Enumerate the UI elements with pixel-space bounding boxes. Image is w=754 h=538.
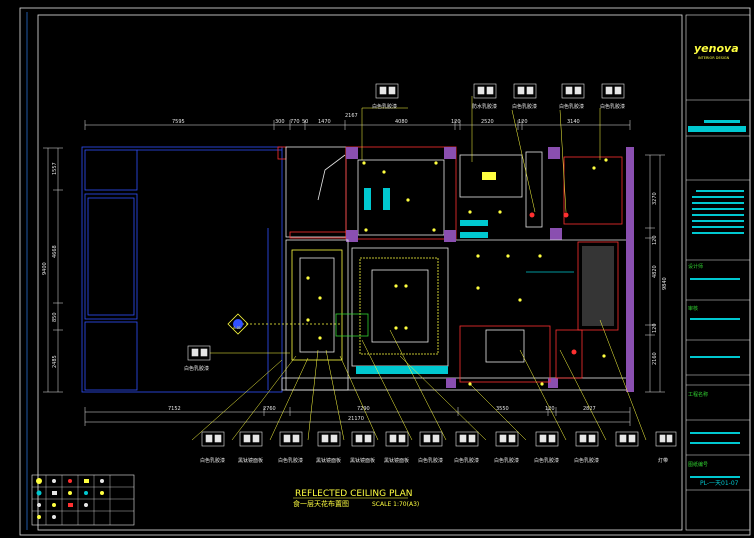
callout-top-3: 白色乳胶漆 <box>559 103 584 110</box>
dim-bottom-total: 21170 <box>348 416 364 422</box>
dim-left-total: 9400 <box>42 262 48 275</box>
brand-sub: INTERIOR DESIGN <box>698 56 730 60</box>
callout-bottom-9: 白色乳胶漆 <box>534 457 559 464</box>
drawing-name-label: 图纸编号 <box>688 461 708 468</box>
callout-top-4: 白色乳胶漆 <box>600 103 625 110</box>
section-marker-label: A-01 <box>233 326 241 330</box>
dim-top-5: 2167 <box>345 113 358 119</box>
callout-bottom-11: 灯带 <box>658 457 668 464</box>
drawing-number: PL-一天01-07 <box>700 480 739 487</box>
drawing-title-cn: 食一层天花布置图 <box>293 499 349 508</box>
dim-top-3: 50 <box>302 119 308 125</box>
top-leaders <box>210 96 601 354</box>
callout-bottom-8: 白色乳胶漆 <box>494 457 519 464</box>
callout-bottom-0: 白色乳胶漆 <box>200 457 225 464</box>
dim-top-1: 300 <box>275 119 285 125</box>
plan-center <box>238 146 634 392</box>
dim-right-3: 120 <box>652 323 658 333</box>
drawing-scale: SCALE 1:70(A3) <box>372 501 419 508</box>
dim-bottom-1: 2760 <box>263 406 276 412</box>
legend-table <box>31 474 135 526</box>
dim-left-1: 4668 <box>52 245 58 258</box>
callout-left: 白色乳胶漆 <box>184 365 209 372</box>
dim-top-6: 4080 <box>395 119 408 125</box>
bottom-callout-tags <box>201 431 677 447</box>
dim-left-0: 1557 <box>52 162 58 175</box>
dim-bottom-2: 7290 <box>357 406 370 412</box>
callout-bottom-6: 白色乳胶漆 <box>418 457 443 464</box>
project-label: 工程名称 <box>688 391 708 398</box>
dim-right-4: 2160 <box>652 352 658 365</box>
callout-top-1: 防水乳胶漆 <box>472 103 497 110</box>
dim-top-7: 120 <box>451 119 461 125</box>
bottom-dimensions <box>84 407 631 426</box>
plan-left-zone <box>81 146 287 393</box>
callout-bottom-5: 黑钛镜面板 <box>384 457 409 464</box>
dim-top-0: 7595 <box>172 119 185 125</box>
right-dimensions <box>645 154 665 393</box>
brand-logo: yenova <box>694 42 739 55</box>
callout-top-2: 白色乳胶漆 <box>512 103 537 110</box>
dim-top-8: 2520 <box>481 119 494 125</box>
callout-bottom-4: 黑钛镜面板 <box>350 457 375 464</box>
dim-bottom-4: 120 <box>545 406 555 412</box>
ceiling-lights <box>306 158 608 386</box>
dim-bottom-5: 2827 <box>583 406 596 412</box>
callout-bottom-7: 白色乳胶漆 <box>454 457 479 464</box>
dim-left-3: 2485 <box>52 355 58 368</box>
dim-top-2: 770 <box>290 119 300 125</box>
callout-bottom-1: 黑钛镜面板 <box>238 457 263 464</box>
drawing-title-en: REFLECTED CEILING PLAN <box>295 489 412 499</box>
dim-bottom-0: 7152 <box>168 406 181 412</box>
top-dimensions <box>84 120 631 130</box>
left-dimensions <box>43 147 63 393</box>
dim-right-1: 120 <box>652 235 658 245</box>
callout-bottom-3: 黑钛镜面板 <box>316 457 341 464</box>
section-marker <box>227 313 249 335</box>
dim-right-0: 3270 <box>652 192 658 205</box>
dim-right-2: 4820 <box>652 265 658 278</box>
bottom-leaders <box>191 319 647 441</box>
callout-bottom-2: 白色乳胶漆 <box>278 457 303 464</box>
callout-top-0: 白色乳胶漆 <box>372 103 397 110</box>
reviewer-label: 审核 <box>688 305 698 312</box>
title-block <box>685 14 751 531</box>
dim-left-2: 850 <box>52 312 58 322</box>
top-callout-tags <box>187 83 625 361</box>
dim-top-4: 1470 <box>318 119 331 125</box>
dim-top-9: 120 <box>518 119 528 125</box>
inner-frame <box>37 14 683 531</box>
dim-bottom-3: 3550 <box>496 406 509 412</box>
designer-label: 设计师 <box>688 263 703 270</box>
callout-bottom-10: 白色乳胶漆 <box>574 457 599 464</box>
dim-right-total: 9840 <box>662 277 668 290</box>
dim-top-10: 3140 <box>567 119 580 125</box>
